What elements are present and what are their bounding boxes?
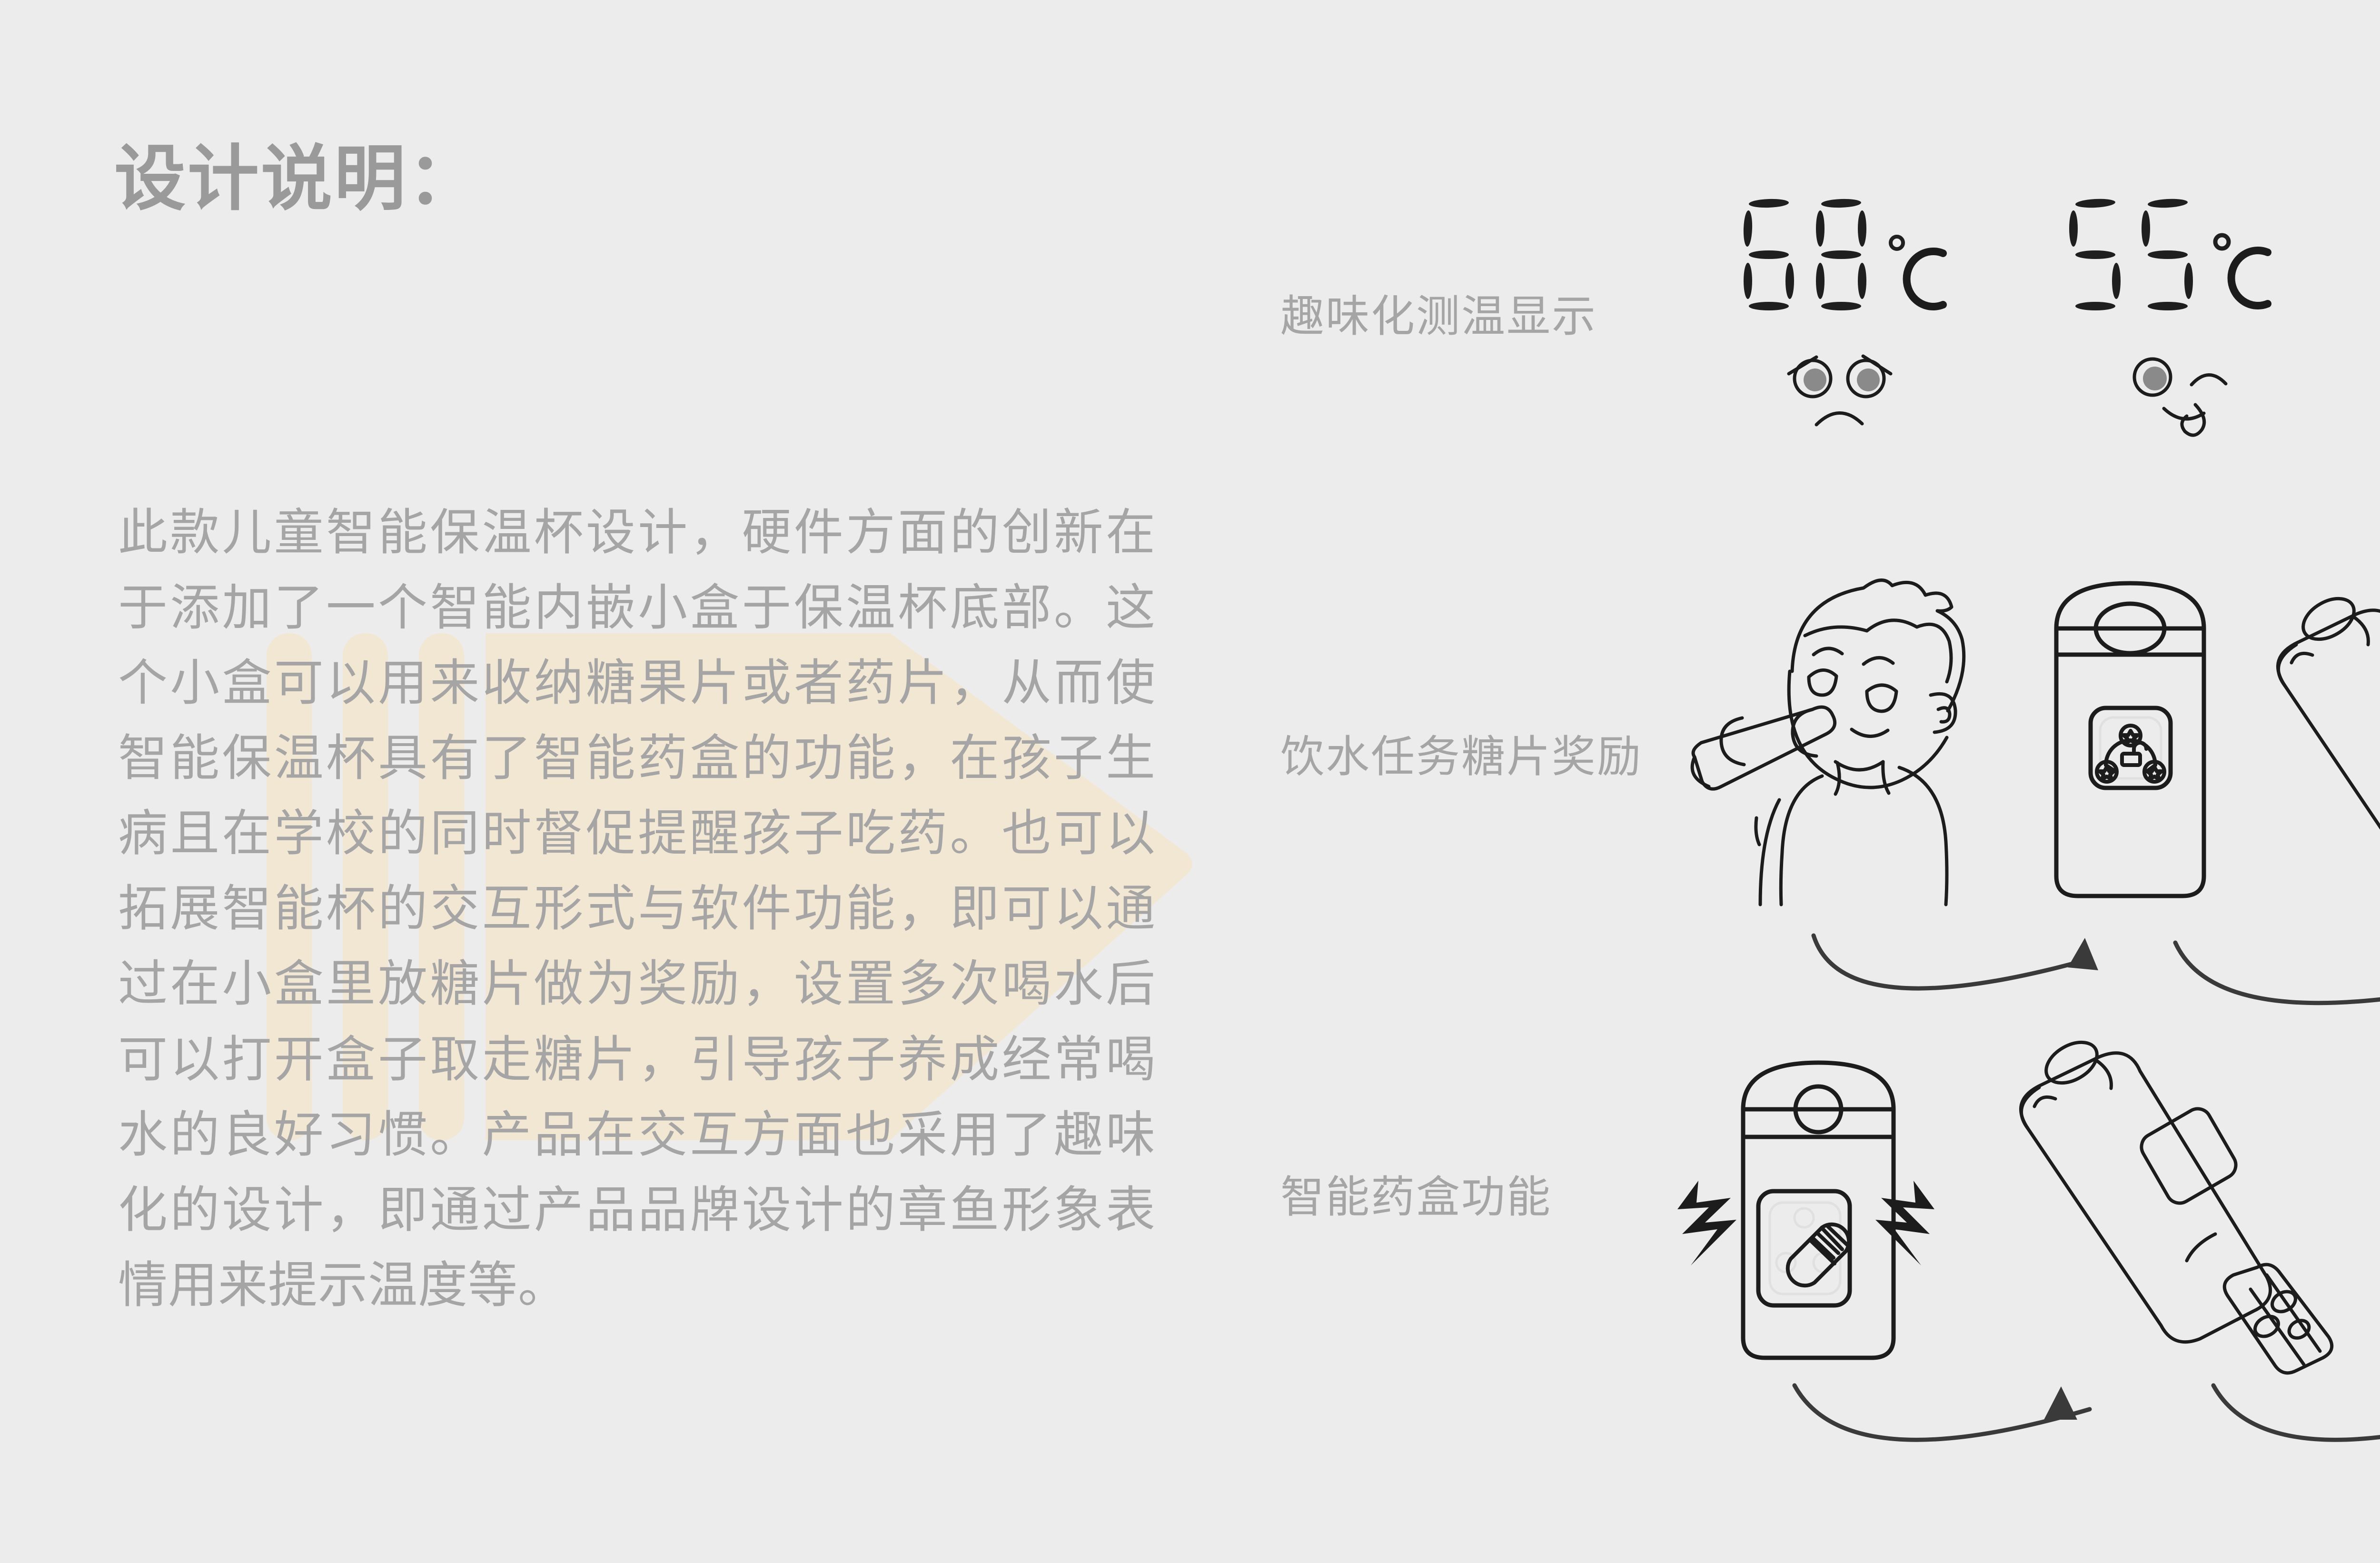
pill-capsule-icon xyxy=(1785,1222,1851,1288)
celsius-unit-icon xyxy=(1889,235,1947,310)
celsius-unit-icon xyxy=(2213,233,2271,309)
temperature-display-68 xyxy=(1723,181,1971,428)
illustration-bottle-reward-screen xyxy=(2047,578,2232,902)
vibration-lines-icon xyxy=(1677,1181,1934,1265)
temperature-display-25 xyxy=(2368,181,2380,428)
screen-ghost-icon xyxy=(1768,1201,1842,1295)
section-label-smart-pillbox: 智能药盒功能 xyxy=(1280,1173,1552,1222)
design-description-text: 此款儿童智能保温杯设计，硬件方面的创新在于添加了一个智能内嵌小盒于保温杯底部。这… xyxy=(118,505,1156,1313)
temperature-display-55 xyxy=(2042,181,2290,437)
section-label-water-reward: 饮水任务糖片奖励 xyxy=(1280,733,1643,781)
screen-ghost-icon xyxy=(2099,716,2162,780)
illustration-boy-taking-medicine xyxy=(2361,1043,2380,1376)
decorative-arrow-graphic xyxy=(267,633,1192,1140)
flow-arrow-row2-second xyxy=(2118,881,2380,1038)
seven-segment-digit-5-b xyxy=(2142,199,2193,310)
page-title: 设计说明： xyxy=(114,139,481,219)
illustration-bottle-pill-alert xyxy=(1661,1019,1994,1360)
illustration-bottle-pill-drawer xyxy=(1994,1014,2347,1375)
seven-segment-digit-6 xyxy=(1743,199,1794,310)
flow-arrow-row3-second xyxy=(2161,1347,2380,1490)
emoji-face-wink-tongue xyxy=(2132,357,2228,437)
seven-segment-digit-8 xyxy=(1816,199,1866,310)
flow-arrow-row2-first xyxy=(1647,886,2123,1028)
illustration-bottle-candy-drawer xyxy=(2256,567,2380,919)
pill-drawer xyxy=(2222,1263,2334,1375)
flow-arrow-row3-first xyxy=(1733,1347,2209,1490)
section-label-temperature-display: 趣味化测温显示 xyxy=(1280,292,1597,341)
seven-segment-digit-5-a xyxy=(2069,199,2121,310)
illustration-boy-drinking xyxy=(1690,552,2028,906)
emoji-face-sad xyxy=(1787,354,1893,427)
reward-stars-lock-icon xyxy=(2095,724,2166,784)
